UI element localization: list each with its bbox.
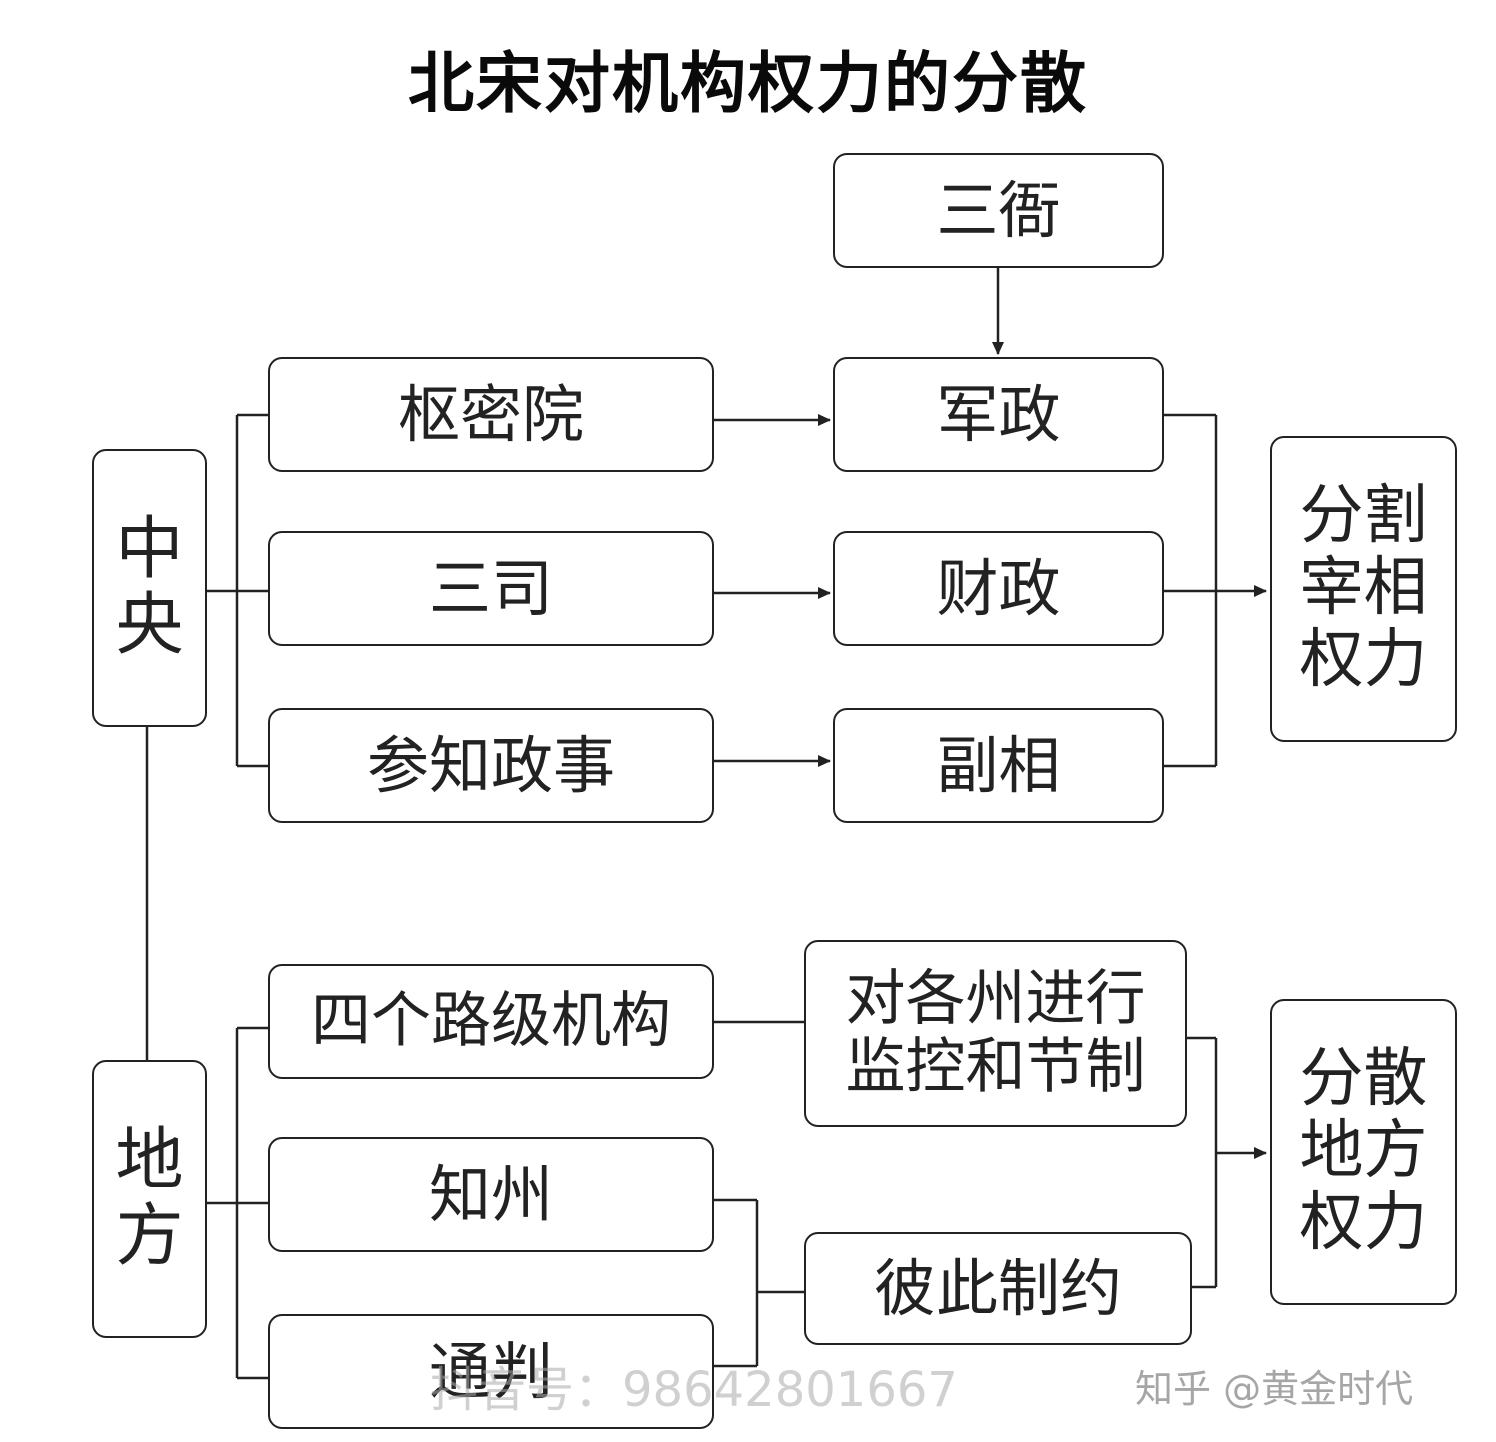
power-sanya: 三衙: [833, 153, 1164, 268]
central-label-char: 中: [115, 509, 184, 589]
douyin-watermark: 抖音号：98642801667: [430, 1362, 958, 1418]
central-label-box: 中 央: [92, 449, 207, 727]
central-result-line: 权力: [1299, 622, 1428, 697]
central-result-line: 分割: [1299, 479, 1428, 554]
org-tongpan: 通判: [268, 1314, 714, 1429]
function-supervise-line: 对各州进行: [845, 964, 1146, 1035]
org-zhizhou: 知州: [268, 1137, 714, 1252]
local-label-char: 方: [115, 1197, 184, 1276]
central-result-line: 宰相: [1299, 551, 1428, 626]
function-supervise-box: 对各州进行 监控和节制: [804, 940, 1187, 1127]
org-route-agencies: 四个路级机构: [268, 964, 714, 1079]
local-result-line: 权力: [1299, 1185, 1428, 1260]
local-label-char: 地: [115, 1120, 184, 1200]
org-sansi: 三司: [268, 531, 714, 646]
org-shumiyuan: 枢密院: [268, 357, 714, 472]
local-label-box: 地 方: [92, 1060, 207, 1338]
central-label-char: 央: [115, 586, 184, 665]
zhihu-watermark: 知乎 @黄金时代: [1135, 1367, 1414, 1411]
function-supervise-line: 监控和节制: [845, 1031, 1146, 1102]
local-result-box: 分散 地方 权力: [1270, 999, 1457, 1305]
power-fuxiang: 副相: [833, 708, 1164, 823]
power-caizheng: 财政: [833, 531, 1164, 646]
local-result-line: 地方: [1299, 1114, 1428, 1189]
local-result-line: 分散: [1299, 1042, 1428, 1117]
diagram-title: 北宋对机构权力的分散: [408, 45, 1088, 122]
central-result-box: 分割 宰相 权力: [1270, 436, 1457, 742]
org-canzhizhengshi: 参知政事: [268, 708, 714, 823]
power-junzheng: 军政: [833, 357, 1164, 472]
function-mutual-box: 彼此制约: [804, 1232, 1192, 1345]
